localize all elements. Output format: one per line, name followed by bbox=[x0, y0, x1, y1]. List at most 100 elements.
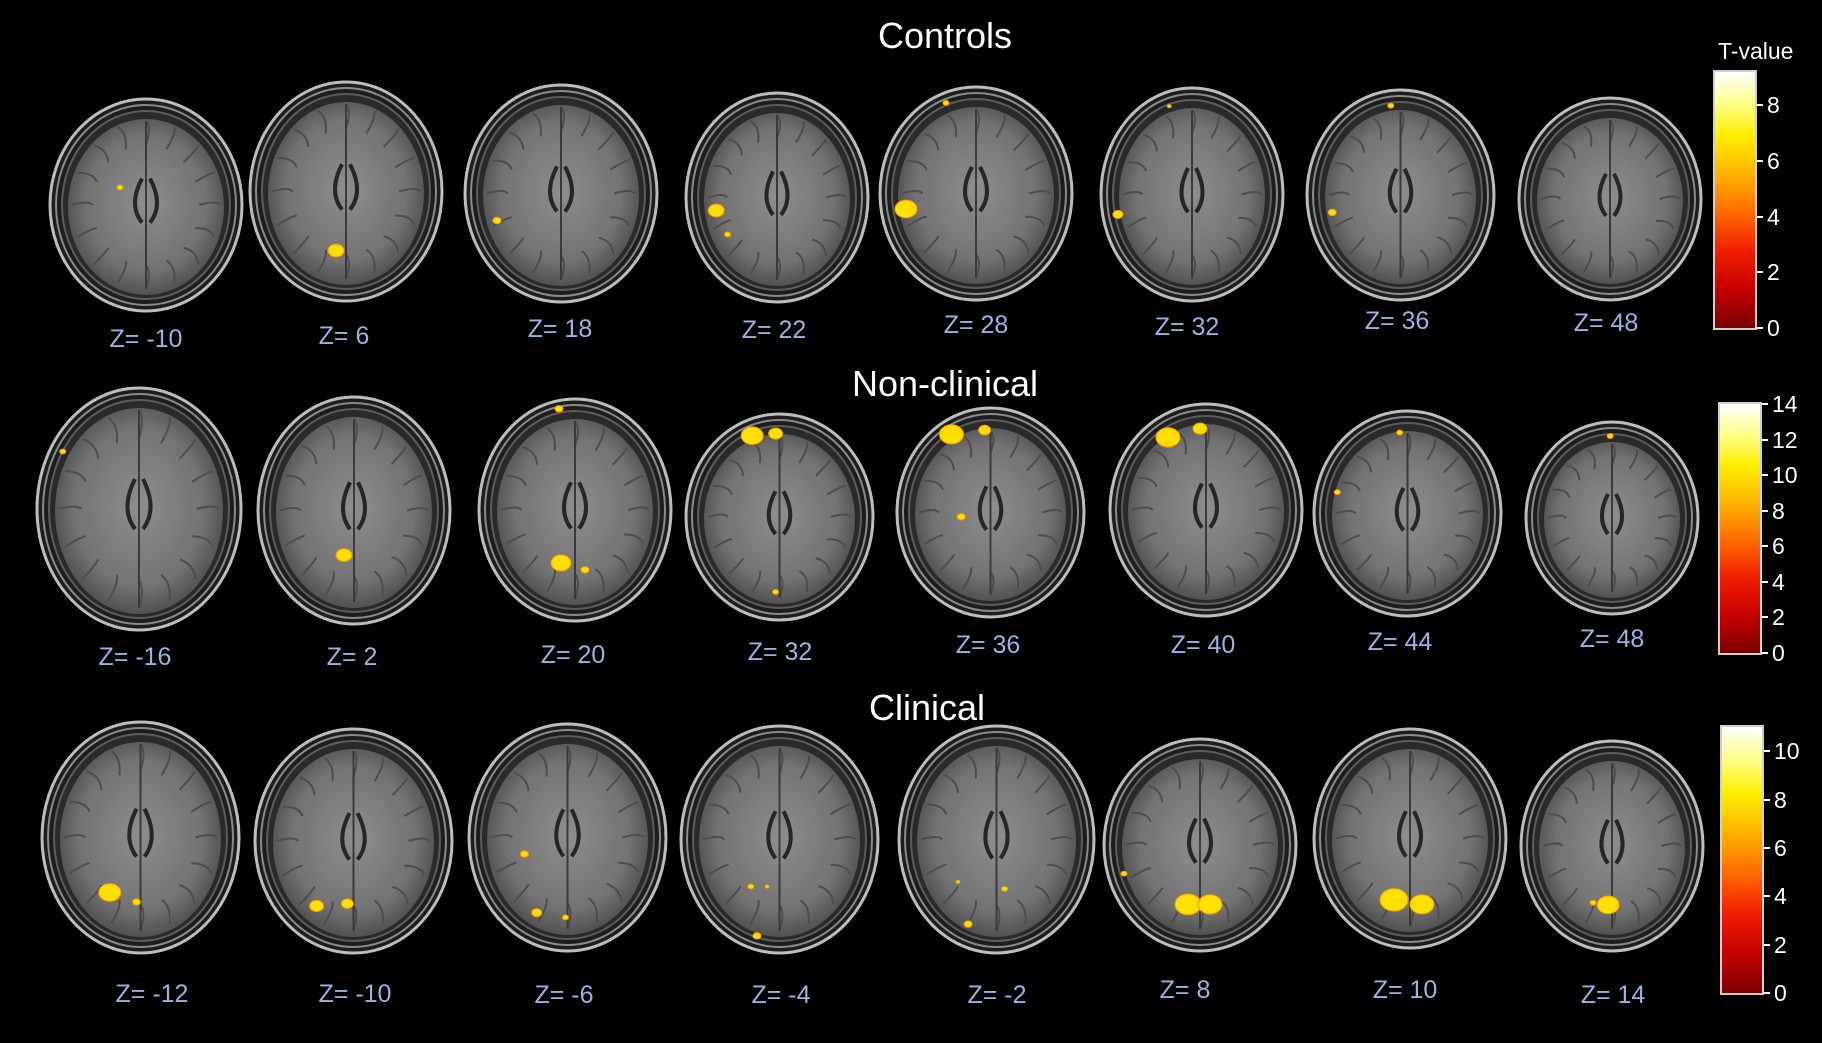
colorbar-tickmark bbox=[1762, 438, 1768, 441]
colorbar-tick-label: 8 bbox=[1774, 786, 1787, 813]
colorbar-tickmark bbox=[1762, 652, 1768, 654]
brain-slice bbox=[33, 384, 245, 634]
colorbar-tickmark bbox=[1764, 992, 1770, 994]
z-label: Z= 32 bbox=[747, 638, 813, 666]
row-title-controls: Controls bbox=[877, 15, 1013, 56]
colorbar-non-clinical bbox=[1718, 402, 1762, 655]
z-label: Z= -10 bbox=[109, 325, 183, 353]
colorbar-tick-label: 4 bbox=[1772, 568, 1785, 595]
colorbar-tickmark bbox=[1762, 616, 1768, 619]
row-title-non-clinical: Non-clinical bbox=[851, 363, 1039, 404]
brain-slice bbox=[677, 722, 882, 957]
activation-cluster bbox=[309, 899, 325, 913]
activation-cluster bbox=[1589, 899, 1597, 906]
activation-cluster bbox=[1197, 894, 1223, 915]
colorbar-tick-label: 4 bbox=[1774, 883, 1787, 910]
activation-cluster bbox=[1001, 885, 1009, 892]
brain-slice-image bbox=[684, 91, 870, 304]
activation-cluster bbox=[1596, 895, 1620, 915]
z-label: Z= 32 bbox=[1154, 313, 1220, 341]
brain-slice bbox=[1303, 86, 1498, 304]
activation-cluster bbox=[1333, 489, 1341, 496]
z-label: Z= -2 bbox=[967, 981, 1027, 1009]
z-label: Z= 2 bbox=[326, 643, 378, 671]
brain-slice bbox=[38, 718, 243, 957]
activation-cluster bbox=[1112, 209, 1124, 219]
activation-cluster bbox=[116, 184, 124, 191]
activation-cluster bbox=[1396, 429, 1404, 436]
brain-slice bbox=[1100, 735, 1300, 955]
activation-cluster bbox=[740, 426, 764, 445]
brain-slice bbox=[46, 95, 246, 315]
z-label: Z= -10 bbox=[318, 980, 392, 1008]
colorbar-tick-label: 2 bbox=[1772, 604, 1785, 631]
activation-cluster bbox=[955, 879, 961, 884]
brain-slice-image bbox=[1108, 402, 1304, 618]
row-title-clinical: Clinical bbox=[868, 687, 986, 728]
activation-cluster bbox=[963, 920, 973, 928]
brain-slice-image bbox=[467, 722, 668, 953]
colorbar-tick-label: 8 bbox=[1772, 497, 1785, 524]
brain-slice-image bbox=[35, 386, 243, 632]
brain-slice bbox=[1310, 407, 1505, 620]
colorbar-tickmark bbox=[1757, 160, 1763, 163]
activation-cluster bbox=[531, 908, 543, 918]
brain-slice bbox=[682, 89, 872, 306]
colorbar-tickmark bbox=[1764, 750, 1770, 753]
activation-cluster bbox=[764, 884, 770, 889]
brain-slice bbox=[1106, 400, 1306, 620]
activation-cluster bbox=[978, 424, 992, 436]
colorbar-tickmark bbox=[1762, 474, 1768, 477]
z-label: Z= 22 bbox=[741, 316, 807, 344]
brain-slice bbox=[254, 393, 454, 628]
activation-cluster bbox=[327, 243, 345, 258]
colorbar-tickmark bbox=[1762, 403, 1768, 405]
brain-slice-image bbox=[684, 412, 875, 622]
activation-cluster bbox=[550, 554, 572, 572]
colorbar-tick-label: 14 bbox=[1772, 391, 1798, 417]
z-label: Z= 28 bbox=[943, 311, 1009, 339]
brain-slice-image bbox=[256, 395, 452, 626]
brain-slice-image bbox=[477, 397, 673, 623]
activation-cluster bbox=[942, 99, 950, 106]
colorbar-tickmark bbox=[1764, 798, 1770, 801]
brain-slice-image bbox=[895, 406, 1086, 619]
activation-cluster bbox=[1387, 102, 1395, 109]
activation-cluster bbox=[1606, 433, 1614, 439]
colorbar-clinical bbox=[1720, 725, 1764, 995]
brain-slice-image bbox=[248, 80, 444, 303]
brain-slice bbox=[1097, 84, 1287, 305]
activation-cluster bbox=[752, 932, 762, 940]
activation-cluster bbox=[98, 883, 122, 902]
activation-cluster bbox=[492, 216, 502, 225]
activation-cluster bbox=[772, 589, 780, 595]
activation-cluster bbox=[131, 898, 141, 906]
colorbar-tickmark bbox=[1764, 846, 1770, 849]
colorbar-tick-label: 6 bbox=[1774, 834, 1787, 861]
activation-cluster bbox=[939, 424, 964, 445]
brain-slice bbox=[682, 410, 877, 624]
brain-slice bbox=[1310, 725, 1510, 952]
colorbar-tick-label: 0 bbox=[1774, 980, 1787, 1006]
brain-slice-image bbox=[1099, 86, 1285, 303]
activation-cluster bbox=[956, 513, 966, 521]
activation-cluster bbox=[747, 883, 755, 890]
colorbar-tickmark bbox=[1762, 509, 1768, 512]
z-label: Z= 14 bbox=[1580, 981, 1646, 1009]
z-label: Z= -4 bbox=[751, 981, 811, 1009]
activation-cluster bbox=[1155, 427, 1181, 448]
brain-slice-image bbox=[48, 97, 244, 313]
colorbar-tick-label: 4 bbox=[1767, 203, 1780, 230]
z-label: Z= 6 bbox=[318, 322, 370, 350]
colorbar-tick-label: 0 bbox=[1767, 315, 1780, 341]
z-label: Z= -6 bbox=[534, 981, 594, 1009]
z-label: Z= -12 bbox=[115, 980, 189, 1008]
z-label: Z= 48 bbox=[1573, 309, 1639, 337]
brain-slice bbox=[895, 722, 1098, 957]
brain-slice-image bbox=[1517, 96, 1703, 302]
activation-cluster bbox=[1192, 422, 1208, 435]
brain-slice-image bbox=[1519, 739, 1705, 953]
z-label: Z= 40 bbox=[1170, 631, 1236, 659]
colorbar-tick-label: 10 bbox=[1774, 738, 1800, 765]
colorbar-tickmark bbox=[1764, 895, 1770, 898]
